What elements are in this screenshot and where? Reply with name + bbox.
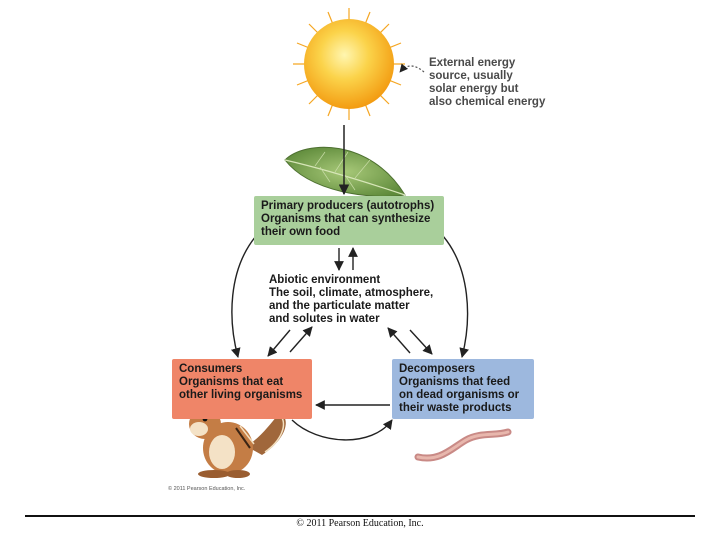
leaf-icon xyxy=(284,146,406,197)
energy-pointer xyxy=(399,63,425,73)
energy-line: also chemical energy xyxy=(429,96,546,108)
producers-title: Primary producers (autotrophs) xyxy=(261,200,435,212)
decomposers-line: their waste products xyxy=(399,402,512,414)
abiotic-line: and solutes in water xyxy=(269,313,380,325)
consumers-box: Consumers Organisms that eat other livin… xyxy=(172,359,312,419)
decomposers-line: Organisms that feed xyxy=(399,376,511,388)
producers-to-decomposers-arc xyxy=(442,235,469,358)
energy-line: solar energy but xyxy=(429,83,519,95)
abiotic-line: The soil, climate, atmosphere, xyxy=(269,287,434,299)
footer-divider xyxy=(25,515,695,517)
abiotic-title: Abiotic environment xyxy=(269,274,381,286)
producers-to-consumers-arc xyxy=(230,235,257,358)
consumers-to-decomposers-arc xyxy=(291,419,393,441)
producers-line: Organisms that can synthesize xyxy=(261,213,431,225)
image-credit: © 2011 Pearson Education, Inc. xyxy=(168,486,246,492)
decomposers-title: Decomposers xyxy=(399,363,476,375)
consumers-title: Consumers xyxy=(179,363,243,375)
abiotic-label: Abiotic environment The soil, climate, a… xyxy=(269,274,449,326)
consumers-to-abiotic-arrow xyxy=(289,326,313,353)
decomposers-to-abiotic-arrow xyxy=(387,327,411,354)
footer-copyright: © 2011 Pearson Education, Inc. xyxy=(296,518,424,529)
earthworm-icon xyxy=(414,428,512,462)
producers-box: Primary producers (autotrophs) Organisms… xyxy=(254,196,444,245)
abiotic-to-decomposers-arrow xyxy=(409,329,433,355)
consumers-line: other living organisms xyxy=(179,389,303,401)
producers-line: their own food xyxy=(261,226,341,238)
energy-line: source, usually xyxy=(429,70,513,82)
energy-line: External energy xyxy=(429,57,516,69)
abiotic-to-consumers-arrow xyxy=(267,329,291,357)
abiotic-line: and the particulate matter xyxy=(269,300,410,312)
decomposers-line: on dead organisms or xyxy=(399,389,520,401)
consumers-line: Organisms that eat xyxy=(179,376,284,388)
decomposers-box: Decomposers Organisms that feed on dead … xyxy=(392,359,534,419)
sun-icon xyxy=(293,8,405,120)
energy-source-label: External energy source, usually solar en… xyxy=(429,57,569,109)
